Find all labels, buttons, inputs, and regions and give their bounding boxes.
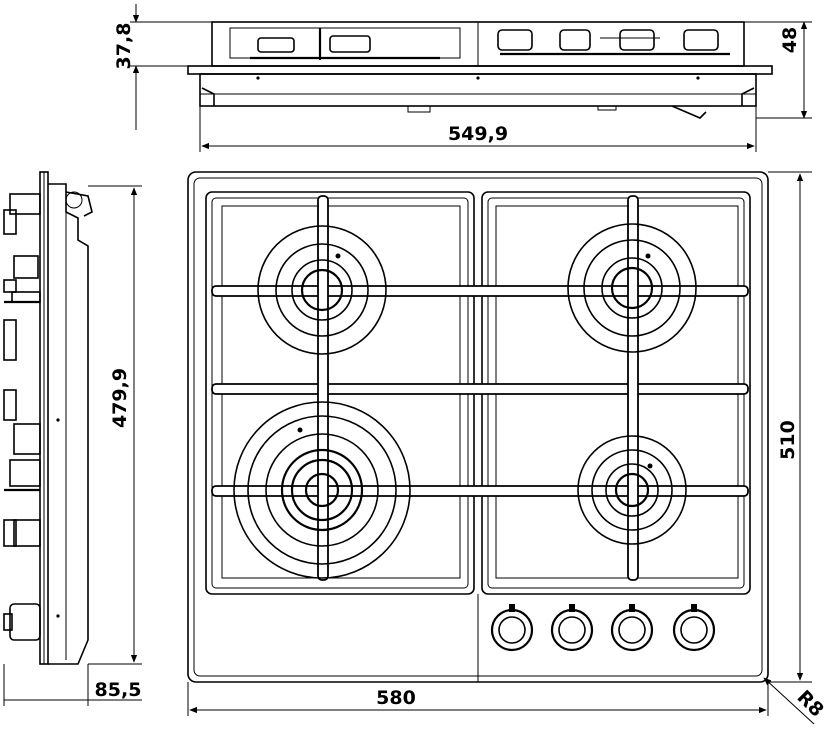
burner-bottom-left-wok xyxy=(233,401,411,579)
dim-top-depth: 510 xyxy=(777,420,799,460)
front-burner-caps-right xyxy=(497,29,730,56)
burner-bottom-right xyxy=(577,435,687,545)
dim-side-thickness: 85,5 xyxy=(95,679,142,701)
knob-2 xyxy=(550,604,594,652)
side-burner-profiles xyxy=(3,193,41,641)
knob-4 xyxy=(672,604,716,652)
dim-side-depth: 479,9 xyxy=(109,368,131,428)
dim-front-total-height: 48 xyxy=(779,27,801,53)
dim-front-width: 549,9 xyxy=(448,123,508,145)
burner-top-left xyxy=(257,225,387,355)
knob-3 xyxy=(610,604,654,652)
control-knobs xyxy=(490,604,716,652)
front-view: 37,8 48 549,9 xyxy=(113,4,812,152)
front-burner-caps-left xyxy=(250,28,440,60)
top-view: 580 510 R8 xyxy=(187,171,828,725)
side-view: 479,9 85,5 xyxy=(3,171,142,706)
grate-bars xyxy=(211,195,749,581)
knob-1 xyxy=(490,604,534,652)
dim-top-width: 580 xyxy=(376,687,416,709)
dim-front-height: 37,8 xyxy=(113,23,135,70)
burner-top-right xyxy=(567,223,697,353)
dim-corner-radius: R8 xyxy=(793,686,828,721)
